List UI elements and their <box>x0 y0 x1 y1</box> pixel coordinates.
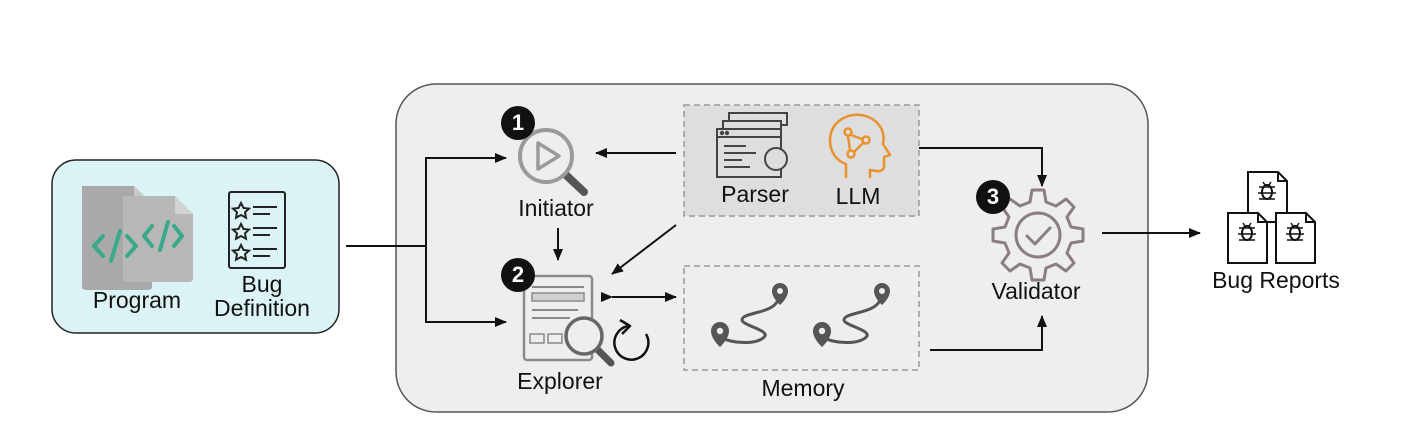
memory-path-icon <box>711 283 788 347</box>
bug-definition-label: Bug Definition <box>214 271 310 321</box>
arrow-to-initiator <box>425 153 507 246</box>
bug-reports-icon <box>1227 171 1316 264</box>
explorer-label: Explorer <box>517 368 603 394</box>
bug-reports-label: Bug Reports <box>1212 267 1340 293</box>
validator-label: Validator <box>991 278 1081 304</box>
step-badge-initiator: 1 <box>501 106 535 140</box>
parser-label: Parser <box>721 181 789 207</box>
parser-icon <box>716 112 788 178</box>
initiator-magnifier-icon <box>518 128 588 196</box>
initiator-label: Initiator <box>518 195 594 221</box>
checklist-icon <box>228 191 286 269</box>
memory-box <box>683 265 920 371</box>
step-badge-validator: 3 <box>976 180 1010 214</box>
code-file-icon <box>82 186 193 290</box>
arrow-memory-to-validator <box>930 315 1047 351</box>
memory-path-icon <box>813 283 890 347</box>
explorer-document-icon <box>522 274 615 367</box>
llm-head-icon <box>828 113 892 179</box>
loop-icon <box>613 318 650 361</box>
memory-label: Memory <box>761 375 845 401</box>
llm-label: LLM <box>835 183 881 209</box>
arrow-tools-to-validator <box>919 147 1047 187</box>
validator-gear-icon <box>991 188 1085 282</box>
program-label: Program <box>92 287 182 313</box>
arrow-tools-to-explorer <box>611 224 677 275</box>
step-badge-explorer: 2 <box>501 258 535 292</box>
arrow-to-explorer <box>425 246 507 327</box>
